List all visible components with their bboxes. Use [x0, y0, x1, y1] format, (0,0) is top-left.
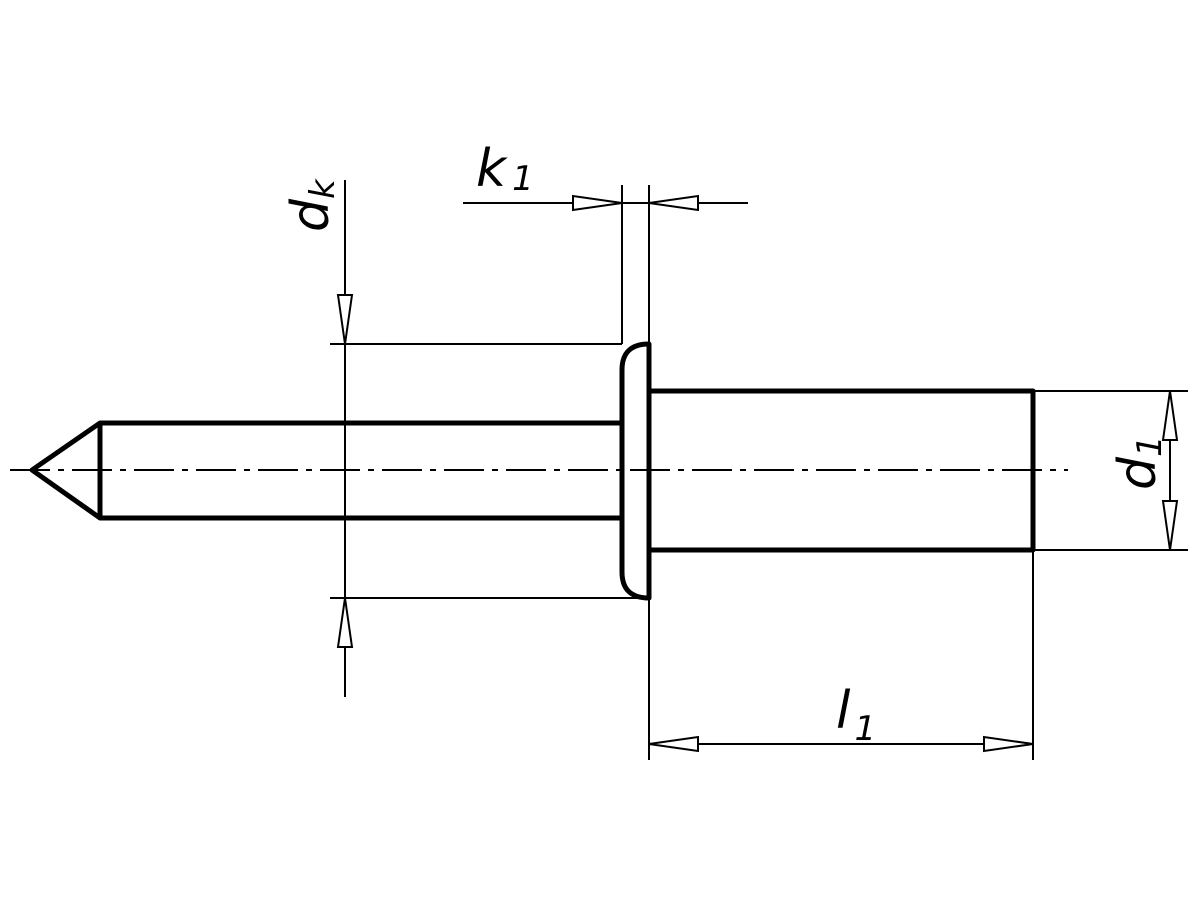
arrow-icon — [572, 194, 623, 212]
mandrel — [29, 420, 622, 521]
arrow-icon — [983, 735, 1034, 753]
arrow-icon — [1161, 500, 1179, 551]
arrow-icon — [648, 194, 699, 212]
mandrel-tip — [29, 420, 103, 521]
arrow-icon — [1161, 390, 1179, 441]
arrow-icon — [336, 597, 354, 648]
arrow-icon — [648, 735, 699, 753]
label-d1: d1 — [1108, 435, 1170, 490]
arrow-icon — [336, 294, 354, 345]
dimension-dk: dk — [281, 178, 649, 697]
rivet-head — [619, 341, 652, 601]
label-dk: dk — [281, 178, 343, 232]
rivet-shank — [649, 388, 1036, 553]
mandrel-shaft — [100, 420, 622, 521]
dimension-d1: d1 — [1033, 390, 1188, 551]
